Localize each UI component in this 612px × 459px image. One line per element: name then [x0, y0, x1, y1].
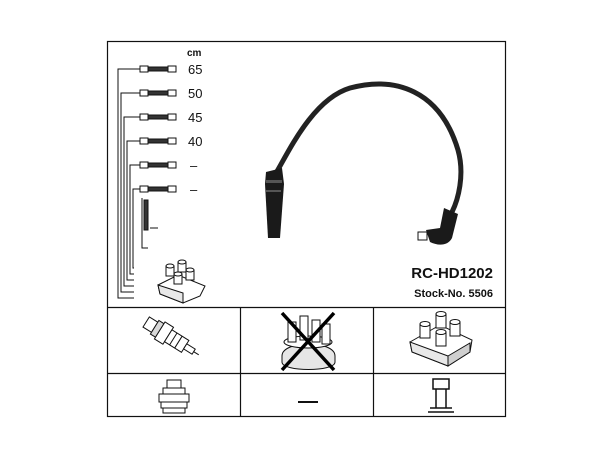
schematic-coil-icon — [157, 259, 206, 304]
lead-length-2: 50 — [188, 86, 202, 101]
lead-length-5: – — [190, 158, 198, 173]
stock-number: Stock-No. 5506 — [414, 288, 493, 300]
lead-length-4: 40 — [188, 134, 202, 149]
lead-row-4-terminals — [139, 137, 177, 145]
lead-schematic — [117, 68, 140, 299]
lead-terminals — [139, 65, 177, 193]
plug-terminal-icon — [158, 379, 190, 414]
lead-row-3-terminals — [139, 113, 177, 121]
lead-lengths: 65 50 45 40 – – — [188, 62, 202, 197]
lead-row-6-terminals — [139, 185, 177, 193]
spark-plug-icon — [142, 316, 200, 356]
lead-row-5-terminals — [139, 161, 177, 169]
product-code: RC-HD1202 — [411, 265, 493, 282]
not-applicable-cross-icon — [280, 311, 336, 372]
coil-stub-lead — [141, 198, 158, 249]
lead-length-1: 65 — [188, 62, 202, 77]
ignition-cable-icon — [265, 81, 464, 245]
length-unit: cm — [187, 48, 202, 59]
lead-length-3: 45 — [188, 110, 202, 125]
lead-row-1-terminals — [139, 65, 177, 73]
lead-row-2-terminals — [139, 89, 177, 97]
frame — [106, 40, 507, 418]
ignition-coil-icon — [409, 311, 473, 367]
lead-length-6: – — [190, 182, 198, 197]
coil-terminal-icon — [428, 378, 454, 413]
